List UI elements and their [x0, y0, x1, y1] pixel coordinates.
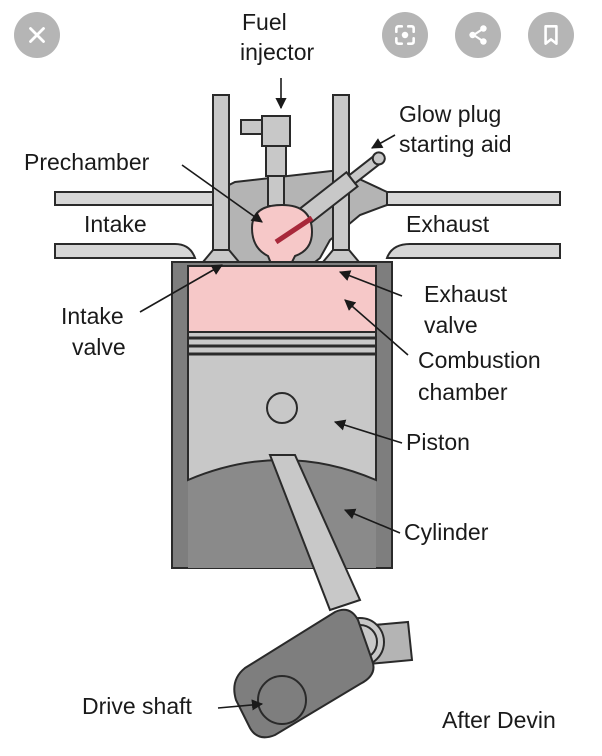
port-walls — [54, 191, 561, 259]
label-combustion-chamber-2: chamber — [418, 379, 508, 405]
label-prechamber: Prechamber — [24, 149, 150, 175]
fuel-injector-shape — [240, 115, 291, 207]
crank-shape — [233, 608, 375, 739]
label-exhaust-valve-2: valve — [424, 312, 478, 338]
prechamber-shape — [250, 203, 314, 267]
label-exhaust: Exhaust — [406, 211, 490, 237]
label-drive-shaft: Drive shaft — [82, 693, 193, 719]
label-cylinder: Cylinder — [404, 519, 489, 545]
bookmark-icon — [544, 25, 558, 45]
lens-search-icon — [395, 25, 415, 45]
label-intake-valve-2: valve — [72, 334, 126, 360]
lens-search-button[interactable] — [382, 12, 428, 58]
close-icon — [29, 27, 45, 43]
intake-valve-shape — [200, 94, 242, 263]
close-button[interactable] — [14, 12, 60, 58]
label-combustion-chamber-1: Combustion — [418, 347, 541, 373]
label-fuel-injector-2: injector — [240, 39, 314, 65]
label-glow-plug-1: Glow plug — [399, 101, 501, 127]
share-icon — [469, 25, 487, 45]
share-button[interactable] — [455, 12, 501, 58]
bookmark-button[interactable] — [528, 12, 574, 58]
label-intake: Intake — [84, 211, 147, 237]
label-fuel-injector-1: Fuel — [242, 9, 287, 35]
label-intake-valve-1: Intake — [61, 303, 124, 329]
label-exhaust-valve-1: Exhaust — [424, 281, 508, 307]
piston-shape — [187, 331, 377, 482]
label-glow-plug-2: starting aid — [399, 131, 512, 157]
label-piston: Piston — [406, 429, 470, 455]
label-credit: After Devin — [442, 707, 556, 733]
leader-lines — [139, 78, 409, 711]
exhaust-valve-shape — [320, 94, 362, 263]
